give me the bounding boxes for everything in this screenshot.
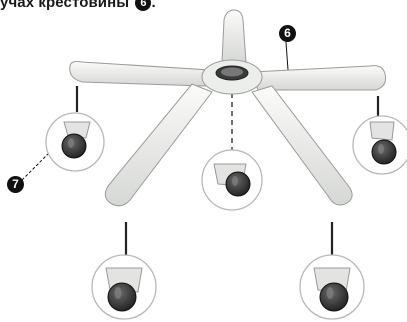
base-arm-back-left bbox=[70, 62, 210, 87]
callout-marker-6: 6 bbox=[279, 25, 296, 42]
caster-detail-right bbox=[353, 116, 407, 174]
base-arm-front-right bbox=[252, 86, 352, 205]
caster-detail-front-left bbox=[92, 255, 156, 319]
base-arm-rear bbox=[222, 10, 246, 62]
caster-detail-center bbox=[202, 150, 262, 210]
base-arm-front-left bbox=[105, 84, 212, 206]
hub-socket-inner bbox=[221, 68, 243, 77]
caster-details bbox=[46, 113, 407, 319]
caster-detail-left bbox=[46, 113, 104, 171]
callout-marker-7: 7 bbox=[7, 176, 24, 193]
caster-detail-front-right bbox=[300, 255, 364, 319]
leader-line-6 bbox=[286, 42, 288, 70]
